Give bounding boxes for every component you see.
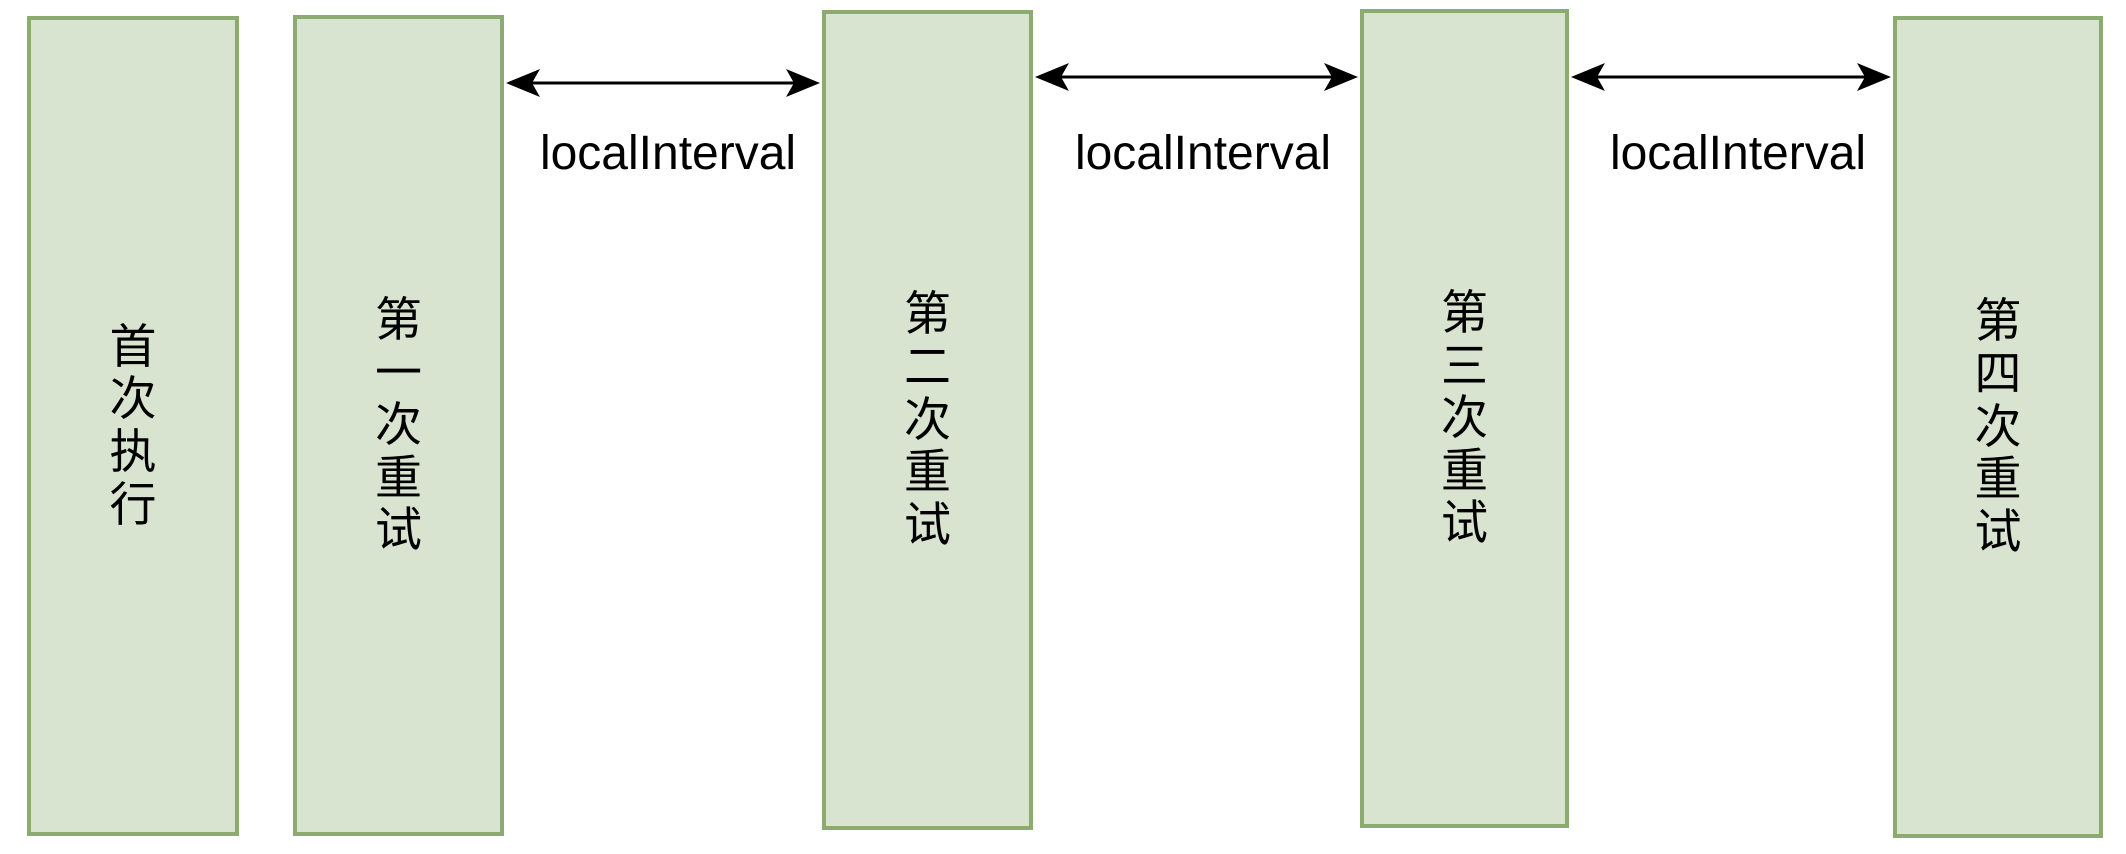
interval-label-1: localInterval bbox=[539, 127, 797, 180]
double-arrow-icon bbox=[1035, 63, 1358, 91]
interval-label-2: localInterval bbox=[1074, 127, 1332, 180]
box-retry-4: 第四次重试 bbox=[1893, 16, 2103, 838]
box-retry-4-label: 第四次重试 bbox=[1974, 294, 2022, 558]
box-retry-2-label: 第二次重试 bbox=[904, 287, 951, 551]
box-retry-1-label: 第一次重试 bbox=[375, 292, 422, 557]
box-retry-3: 第三次重试 bbox=[1360, 9, 1569, 828]
double-arrow-icon bbox=[506, 69, 820, 97]
interval-arrow-3 bbox=[1569, 59, 1893, 95]
box-retry-3-label: 第三次重试 bbox=[1441, 285, 1488, 550]
box-first-execution: 首次执行 bbox=[27, 16, 239, 836]
box-first-execution-label: 首次执行 bbox=[109, 319, 157, 531]
box-retry-1: 第一次重试 bbox=[293, 15, 504, 836]
interval-label-3: localInterval bbox=[1609, 127, 1867, 180]
interval-arrow-1 bbox=[504, 65, 822, 101]
interval-arrow-2 bbox=[1033, 59, 1360, 95]
double-arrow-icon bbox=[1571, 63, 1891, 91]
box-retry-2: 第二次重试 bbox=[822, 10, 1033, 830]
